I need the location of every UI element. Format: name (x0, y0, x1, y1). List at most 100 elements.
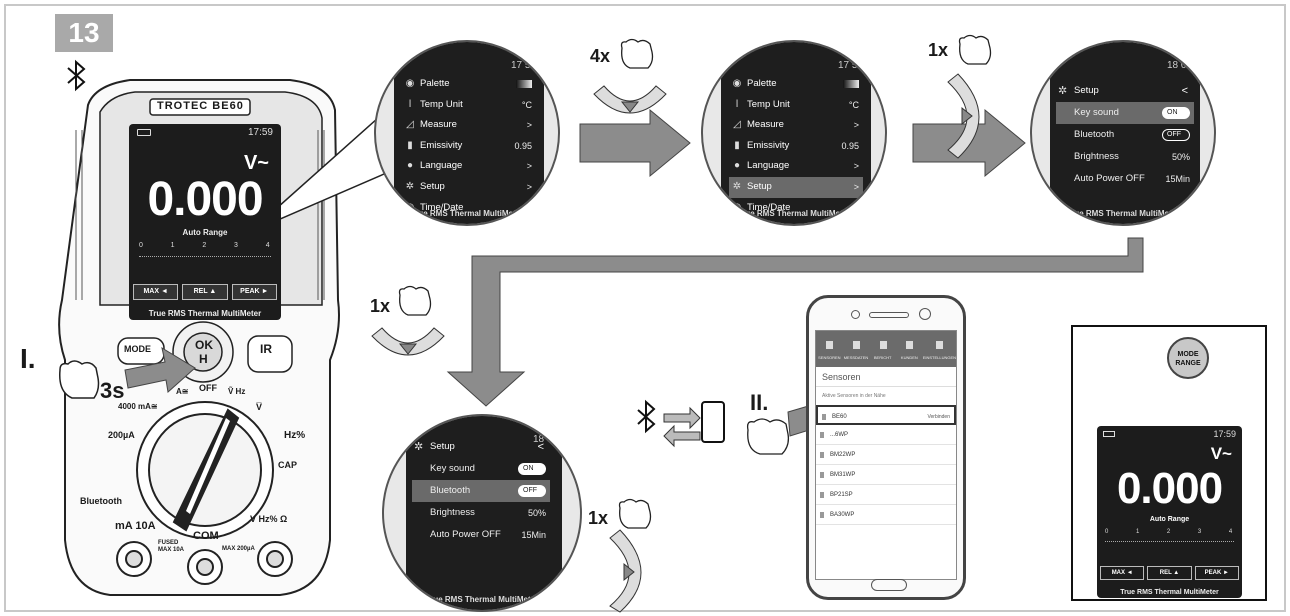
press-arc-right-1 (947, 73, 980, 159)
app-tab-bar: SENSOREN MESSDATEN BERICHT KUNDEN EINSTE… (816, 331, 956, 367)
connect-button[interactable]: Verbinden (927, 414, 950, 420)
speaker-icon (869, 312, 909, 318)
softkey-row: MAX ◄ REL ▲ PEAK ► (133, 284, 277, 300)
tab-sensors[interactable]: SENSOREN (816, 331, 843, 367)
key-sound-toggle[interactable]: ON (1162, 107, 1190, 119)
menu-item-measure[interactable]: ◿Measure> (402, 115, 536, 136)
inset-reading: 0.000 (1116, 464, 1223, 513)
thermometer-icon: ǀ (408, 98, 412, 110)
clock-icon: ◷ (732, 201, 742, 213)
tab-customers[interactable]: KUNDEN (896, 331, 923, 367)
menu-item-palette[interactable]: ◉Palette (729, 74, 863, 95)
menu-item-time-date[interactable]: ◷Time/Date> (405, 201, 532, 213)
multimeter-side-grips (75, 130, 325, 300)
device-row[interactable]: BP21SP (816, 485, 956, 505)
tab-settings[interactable]: EINSTELLUNGEN (923, 331, 956, 367)
setup-header: ✲Setup< (1056, 80, 1194, 102)
device-row[interactable]: BA30WP (816, 505, 956, 525)
mode-button[interactable]: MODE (124, 344, 151, 354)
sync-arrows-icon (663, 406, 701, 448)
bluetooth-pair-icon (637, 399, 656, 434)
tab-report[interactable]: BERICHT (869, 331, 896, 367)
meter-footer: True RMS Thermal MultiMeter (148, 309, 262, 318)
scale-tick: 1 (1135, 529, 1140, 535)
scale-tick: 0 (139, 242, 143, 249)
emissivity-icon: ▮ (407, 139, 413, 151)
ir-button[interactable]: IR (260, 342, 272, 356)
device-icon (820, 432, 824, 438)
device-icon (820, 512, 824, 518)
rotary-dial (136, 401, 274, 539)
dial-bluetooth: Bluetooth (80, 496, 122, 506)
device-row[interactable]: BM31WP (816, 465, 956, 485)
press-count-1x-right: 1x (928, 40, 949, 60)
menu-item-time-date[interactable]: ◷Time/Date> (732, 201, 859, 213)
press-count-1x-confirm: 1x (588, 508, 609, 528)
step-number: 13 (55, 14, 113, 52)
hold-button[interactable]: H (199, 352, 208, 366)
scale-tick: 0 (1105, 529, 1109, 535)
ok-button[interactable]: OK (195, 338, 213, 352)
menu-item-language[interactable]: ●Language> (402, 156, 536, 177)
dial-ua: 200µA (108, 430, 135, 440)
softkey-peak[interactable]: PEAK ► (231, 284, 277, 300)
inset-range: Auto Range (1149, 516, 1190, 523)
device-row[interactable]: BM22WP (816, 445, 956, 465)
scale-tick: 3 (234, 242, 238, 249)
bluetooth-toggle[interactable]: OFF (518, 485, 546, 497)
menu-time: 17 59 (837, 60, 863, 71)
menu-footer: True RMS Thermal MultiMeter (737, 209, 851, 218)
back-button[interactable]: < (537, 441, 544, 453)
bluetooth-icon (67, 59, 86, 92)
fuse-label: FUSED MAX 10A (158, 540, 185, 553)
softkey-max[interactable]: MAX ◄ (133, 284, 179, 300)
bar-scale: 0 1 2 3 4 (139, 242, 271, 264)
language-icon: ● (733, 160, 741, 172)
tab-measurements[interactable]: MESSDATEN (843, 331, 870, 367)
max-200ua-label: MAX 200µA (222, 546, 255, 552)
input-jacks (116, 541, 293, 585)
inset-meter-display: 17:59 V~ 0.000 Auto Range 0 1 2 3 4 MAX … (1097, 426, 1242, 598)
gear-icon: ✲ (405, 180, 415, 192)
back-button[interactable]: < (1181, 85, 1188, 97)
menu-item-setup-selected[interactable]: ✲Setup> (729, 176, 863, 198)
setup-time: 18 00 (532, 434, 558, 445)
softkey-rel[interactable]: REL ▲ (1147, 566, 1192, 580)
gear-icon: ✲ (732, 180, 742, 192)
menu-item-language[interactable]: ●Language> (729, 156, 863, 177)
bluetooth-toggle[interactable]: OFF (1162, 129, 1190, 141)
softkey-peak[interactable]: PEAK ► (1194, 566, 1239, 580)
device-icon (822, 414, 826, 420)
arrow-connector-down (446, 237, 1144, 407)
mode-range-button[interactable]: MODE RANGE (1167, 337, 1209, 379)
meter-unit: V~ (243, 152, 269, 174)
press-arc-right-2 (609, 529, 642, 613)
key-sound-toggle[interactable]: ON (518, 463, 546, 475)
brand-plate (149, 98, 251, 116)
inset-bar-scale: 0 1 2 3 4 (1105, 529, 1234, 549)
menu-item-setup[interactable]: ✲Setup> (405, 180, 532, 192)
menu-footer: True RMS Thermal MultiMeter (410, 209, 524, 218)
softkey-max[interactable]: MAX ◄ (1100, 566, 1145, 580)
menu-item-measure[interactable]: ◿Measure> (729, 115, 863, 136)
device-row[interactable]: ...6WP (816, 425, 956, 445)
softkey-rel[interactable]: REL ▲ (182, 284, 228, 300)
dial-v-dc: V̅ (256, 402, 263, 412)
home-button[interactable] (871, 579, 907, 591)
menu-item-palette[interactable]: ◉Palette (402, 74, 536, 95)
